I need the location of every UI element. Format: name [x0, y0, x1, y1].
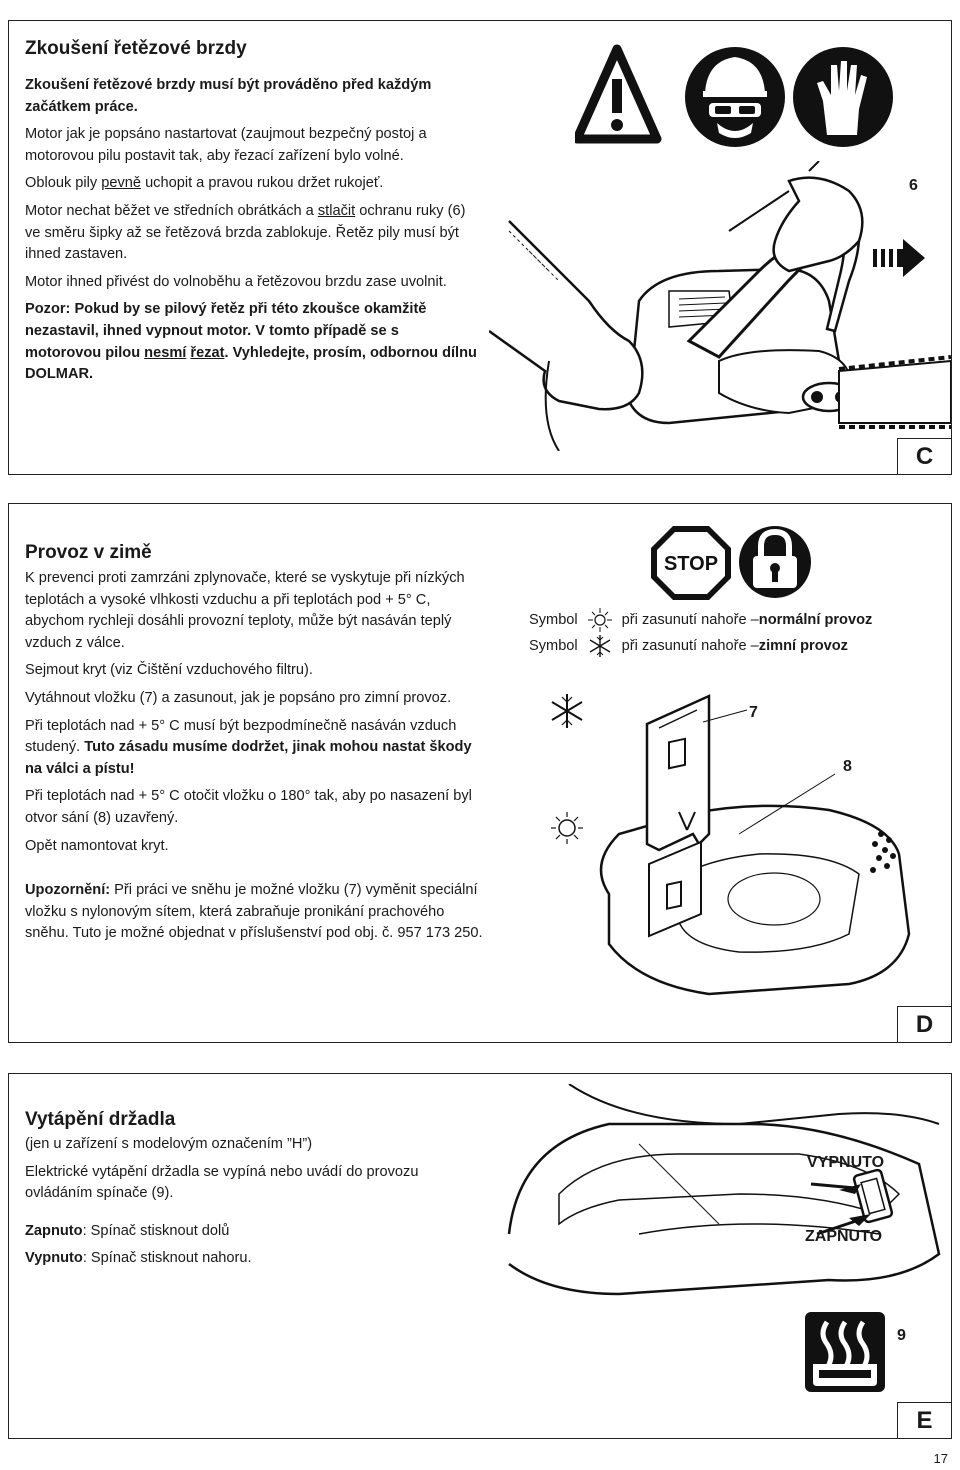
section-title-winter: Provoz v zimě — [25, 542, 152, 563]
chainsaw-brake-figure — [489, 161, 951, 451]
chain-brake-p3: Oblouk pily pevně uchopit a pravou rukou… — [25, 175, 384, 192]
callout-8: 8 — [843, 758, 852, 775]
safety-icons — [575, 44, 893, 147]
handle-switch-figure — [507, 1084, 941, 1296]
winter-p6: Opět namontovat kryt. — [25, 837, 169, 854]
winter-p5: Při teplotách nad + 5° C otočit vložku o… — [25, 788, 472, 826]
figure-label-e: E — [897, 1402, 951, 1438]
label-on: ZAPNUTO — [805, 1228, 883, 1245]
helmet-goggles-icon — [685, 47, 785, 147]
push-direction-arrow — [873, 239, 925, 277]
chain-brake-p1: Zkoušení řetězové brzdy musí být provádě… — [25, 77, 432, 115]
snowflake-icon — [589, 635, 611, 657]
section-handle-heating: Vytápění držadla (jen u zařízení s model… — [8, 1073, 952, 1439]
heating-p1: (jen u zařízení s modelovým označením ”H… — [25, 1136, 313, 1152]
winter-text: K prevenci proti zamrzáni zplynovače, kt… — [25, 568, 477, 863]
section-title-chain-brake: Zkoušení řetězové brzdy — [25, 38, 247, 59]
callout-9: 9 — [897, 1327, 906, 1344]
heating-on: Zapnuto: Spínač stisknout dolů — [25, 1222, 230, 1239]
winter-note: Upozornění: Při práci ve sněhu je možné … — [25, 882, 483, 942]
stop-padlock-icons: STOP — [651, 526, 811, 600]
chain-brake-warning: Pozor: Pokud by se pilový řetěz při této… — [25, 301, 477, 383]
callout-6: 6 — [909, 177, 918, 194]
figure-label-c: C — [897, 438, 951, 474]
winter-p1: K prevenci proti zamrzáni zplynovače, kt… — [25, 570, 465, 651]
section-winter-operation: Provoz v zimě K prevenci proti zamrzáni … — [8, 503, 952, 1043]
stop-sign-icon: STOP — [651, 526, 731, 600]
section-chain-brake: Zkoušení řetězové brzdy Zkoušení řetězov… — [8, 20, 952, 475]
chain-brake-p5: Motor ihned přivést do volnoběhu a řetěz… — [25, 273, 447, 290]
winter-p2: Sejmout kryt (viz Čištění vzduchového fi… — [25, 662, 313, 679]
chain-brake-p2: Motor jak je popsáno nastartovat (zaujmo… — [25, 126, 427, 164]
label-off: VYPNUTO — [807, 1154, 885, 1171]
air-intake-insert-figure — [551, 694, 911, 996]
heating-off: Vypnuto: Spínač stisknout nahoru. — [25, 1250, 252, 1267]
gloves-icon — [793, 47, 893, 147]
heating-p2: Elektrické vytápění držadla se vypíná ne… — [25, 1163, 419, 1202]
warning-triangle-icon — [575, 44, 662, 144]
snowflake-icon — [551, 694, 583, 728]
sun-icon — [551, 812, 583, 844]
symbol-row-normal: Symbol při zasunutí nahoře – normální pr… — [529, 608, 872, 632]
winter-p4: Při teplotách nad + 5° C musí být bezpod… — [25, 717, 472, 777]
stop-label: STOP — [664, 553, 718, 575]
chain-brake-p4: Motor nechat běžet ve středních obrátkác… — [25, 202, 466, 263]
padlock-icon — [739, 526, 811, 598]
winter-p3: Vytáhnout vložku (7) a zasunout, jak je … — [25, 689, 452, 706]
page-number: 17 — [933, 1451, 948, 1466]
symbol-row-winter: Symbol při zasunutí nahoře – zimní provo… — [529, 634, 848, 658]
heating-text: (jen u zařízení s modelovým označením ”H… — [25, 1134, 485, 1276]
callout-7: 7 — [749, 704, 758, 721]
figure-label-d: D — [897, 1006, 951, 1042]
heated-handle-icon — [805, 1312, 885, 1392]
section-title-heating: Vytápění držadla — [25, 1109, 176, 1130]
chain-brake-text: Zkoušení řetězové brzdy musí být provádě… — [25, 75, 477, 392]
sun-icon — [587, 608, 612, 632]
